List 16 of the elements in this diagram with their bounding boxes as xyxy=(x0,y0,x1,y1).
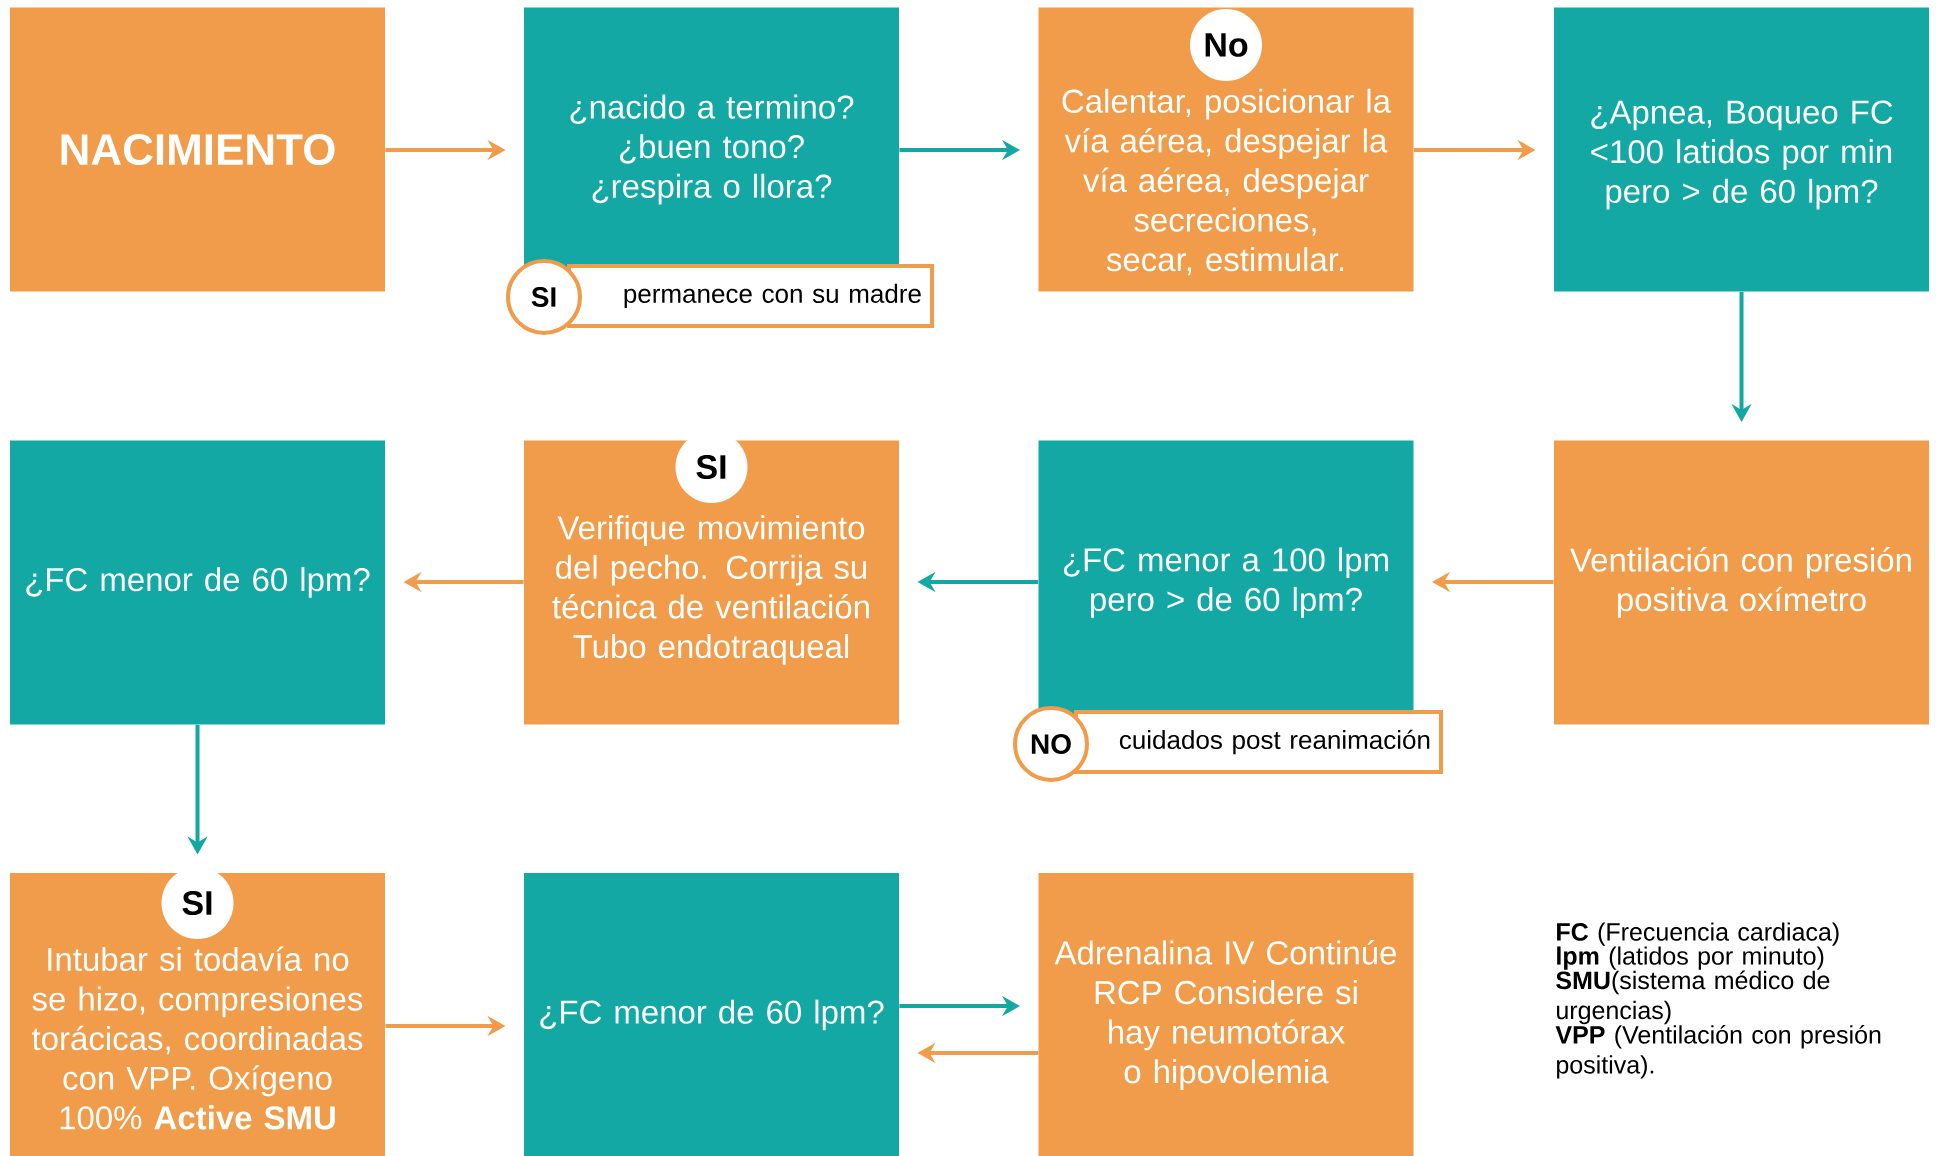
process-box: ¿Apnea, Boqueo FC <100 latidos por min pero > de 60 lpm? xyxy=(1554,7,1929,292)
legend-text: FC (Frecuencia cardiaca) xyxy=(1557,922,1839,946)
legend-text: lpm (latidos por minuto) xyxy=(1557,946,1824,970)
badge: SI xyxy=(506,259,582,335)
process-box: ¿FC menor de 60 lpm? xyxy=(10,440,385,725)
process-box: Ventilación con presión positiva oxímetro xyxy=(1554,440,1929,725)
process-box: ¿FC menor de 60 lpm? xyxy=(524,873,899,1156)
badge: SI xyxy=(161,867,234,939)
legend-text: SMU(sistema médico de urgencias) xyxy=(1556,970,1830,1025)
badge: No xyxy=(1190,9,1262,81)
badge: NO xyxy=(1013,706,1089,782)
process-box: NACIMIENTO xyxy=(10,7,385,292)
process-box: Adrenalina IV Continúe RCP Considere si hay neumotórax o hipovolemia xyxy=(1038,873,1414,1156)
badge: SI xyxy=(675,431,748,503)
process-box: ¿FC menor a 100 lpm pero > de 60 lpm? xyxy=(1038,440,1414,725)
legend-text: VPP (Ventilación con presión positiva). xyxy=(1555,1025,1881,1079)
